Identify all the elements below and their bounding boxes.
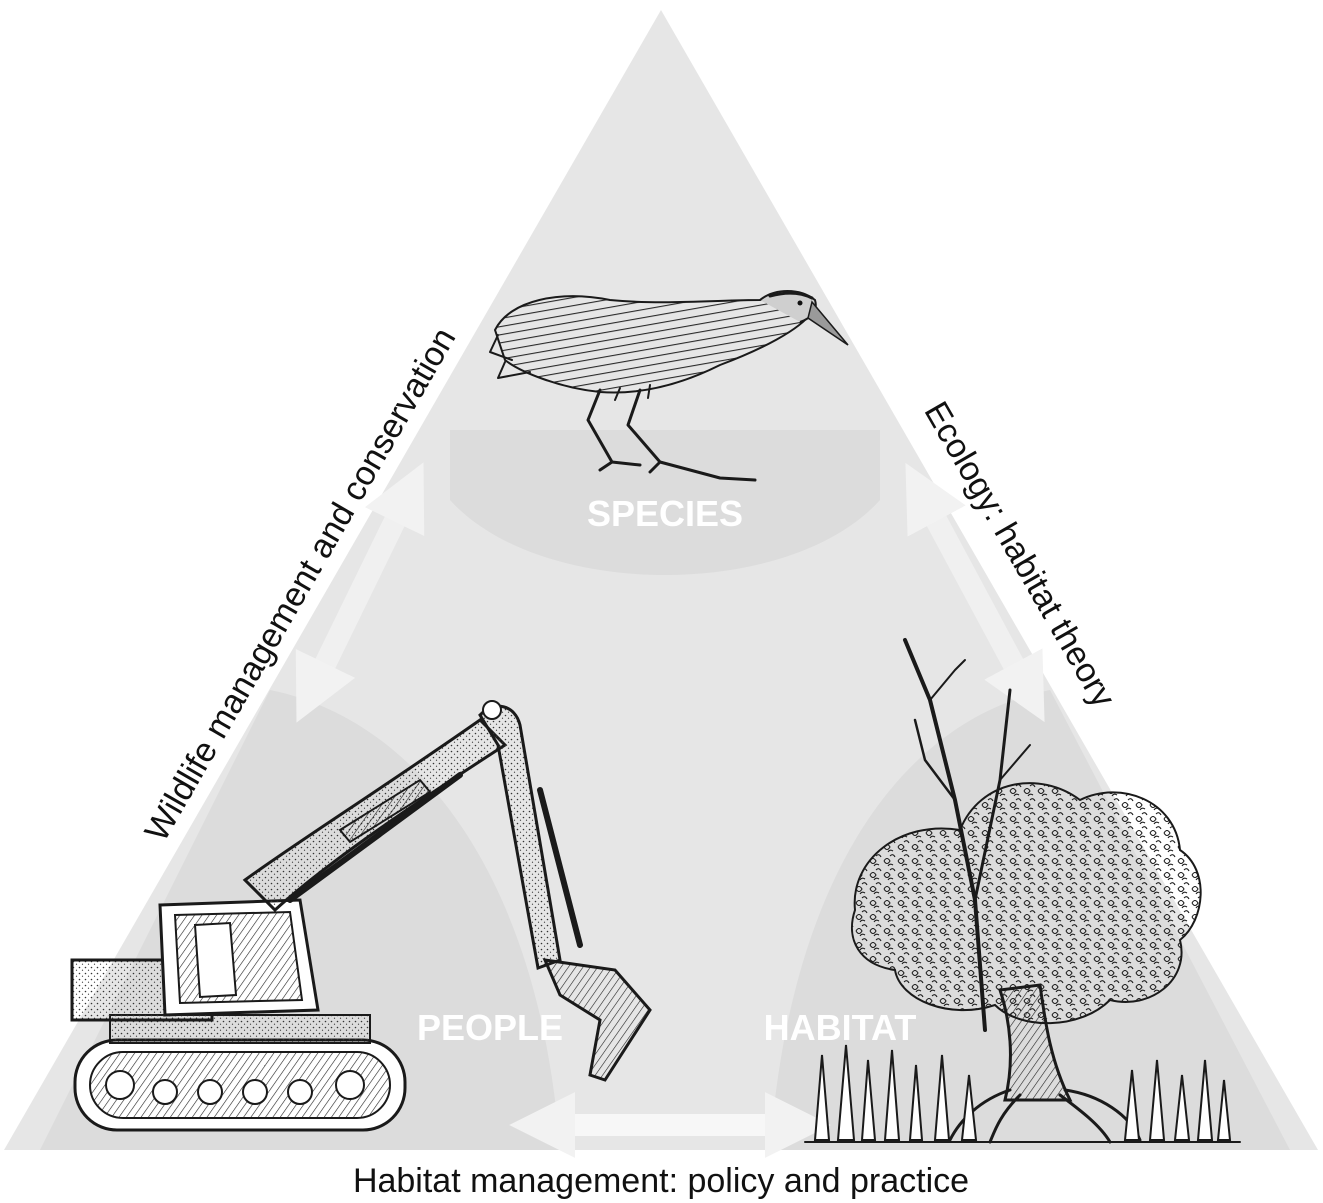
species-label: SPECIES — [587, 493, 743, 534]
habitat-label: HABITAT — [764, 1007, 917, 1048]
bottom-edge-label: Habitat management: policy and practice — [353, 1162, 969, 1200]
people-label: PEOPLE — [417, 1007, 563, 1048]
